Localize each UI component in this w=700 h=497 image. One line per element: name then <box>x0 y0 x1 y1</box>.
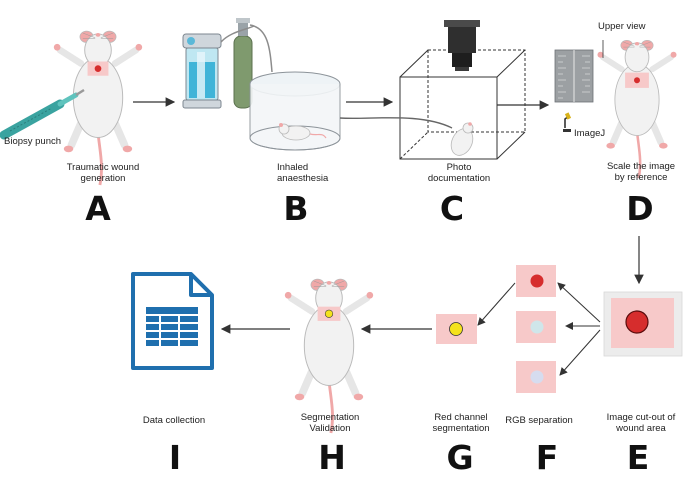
biopsy-punch-icon <box>0 88 85 140</box>
step-letter-i: I <box>168 438 182 477</box>
mouse-step-a <box>54 31 142 185</box>
arrow-e-to-f-blue <box>559 329 601 376</box>
caption-e: Image cut-out of wound area <box>606 412 676 434</box>
caption-b: Inhaled anaesthesia <box>277 162 329 184</box>
step-letter-c: C <box>439 189 465 228</box>
step-letter-f: F <box>535 438 559 477</box>
caption-f: RGB separation <box>505 415 573 426</box>
caption-c: Photo documentation <box>427 162 491 184</box>
step-letter-h: H <box>318 438 346 477</box>
segmented-image <box>436 314 477 344</box>
step-letter-b: B <box>283 189 309 228</box>
step-letter-e: E <box>626 438 650 477</box>
microscope-icon <box>563 112 572 132</box>
step-letter-a: A <box>85 189 111 228</box>
caption-h: Segmentation Validation <box>300 412 360 434</box>
oxygen-cylinder-icon <box>220 18 273 109</box>
channel-blue <box>516 361 556 393</box>
cutout-image <box>603 291 683 357</box>
caption-i: Data collection <box>142 415 206 426</box>
mouse-step-h <box>285 279 373 433</box>
caption-d: Scale the image by reference <box>606 161 676 183</box>
ruler-icon <box>554 49 594 103</box>
arrow-f-to-g <box>477 282 516 326</box>
step-letter-d: D <box>626 189 654 228</box>
biopsy-punch-label: Biopsy punch <box>4 136 62 147</box>
induction-chamber-icon <box>249 71 341 151</box>
spreadsheet-document-icon <box>131 272 214 370</box>
arrow-e-to-f-red <box>557 282 601 323</box>
mouse-step-d <box>597 40 676 178</box>
mouse-step-c <box>339 117 474 156</box>
software-label: ImageJ <box>574 128 606 139</box>
caption-g: Red channel segmentation <box>432 412 490 434</box>
anaesthesia-vaporizer-icon <box>182 33 222 109</box>
view-label: Upper view <box>598 21 646 32</box>
camera-icon <box>444 20 480 71</box>
caption-a: Traumatic wound generation <box>66 162 140 184</box>
channel-green <box>516 311 556 343</box>
channel-red <box>516 265 556 297</box>
step-letter-g: G <box>446 438 474 477</box>
